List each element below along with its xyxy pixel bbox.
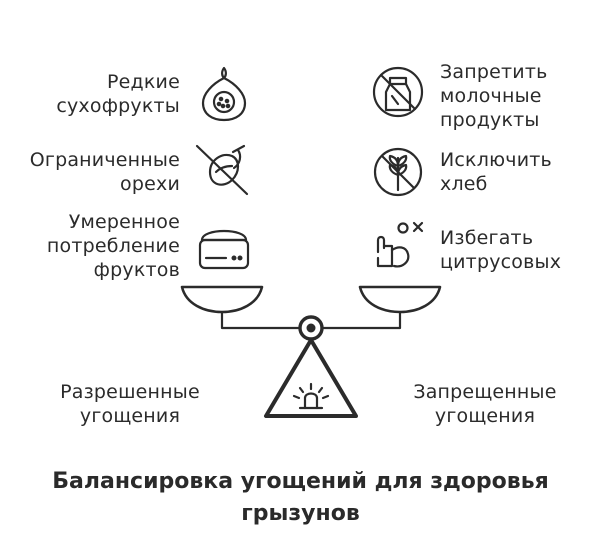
no-bread-icon	[373, 147, 423, 197]
fruit-box-icon	[198, 230, 250, 270]
forbidden-item-label: Запретить молочные продукты	[440, 61, 548, 131]
allowed-item-label: Ограниченные орехи	[29, 149, 180, 195]
left-pan	[180, 285, 264, 314]
balance-scale	[180, 285, 442, 418]
no-milk-icon	[372, 66, 424, 118]
citrus-avoid-icon	[376, 221, 424, 268]
allowed-item-label: Умеренное потребление фруктов	[46, 211, 180, 281]
indicator-icon	[292, 382, 330, 410]
allowed-caption: Разрешенные угощения	[60, 381, 200, 427]
forbidden-caption: Запрещенные угощения	[413, 381, 557, 427]
forbidden-item-label: Избегать цитрусовых	[440, 227, 562, 273]
allowed-item-label: Редкие сухофрукты	[56, 71, 180, 117]
scale-base	[264, 338, 358, 418]
no-nuts-icon	[195, 144, 249, 196]
forbidden-item-label: Исключить хлеб	[440, 149, 552, 195]
fig-icon	[201, 66, 247, 122]
diagram-title: Балансировка угощений для здоровья грызу…	[52, 469, 549, 526]
right-pan	[358, 285, 442, 314]
